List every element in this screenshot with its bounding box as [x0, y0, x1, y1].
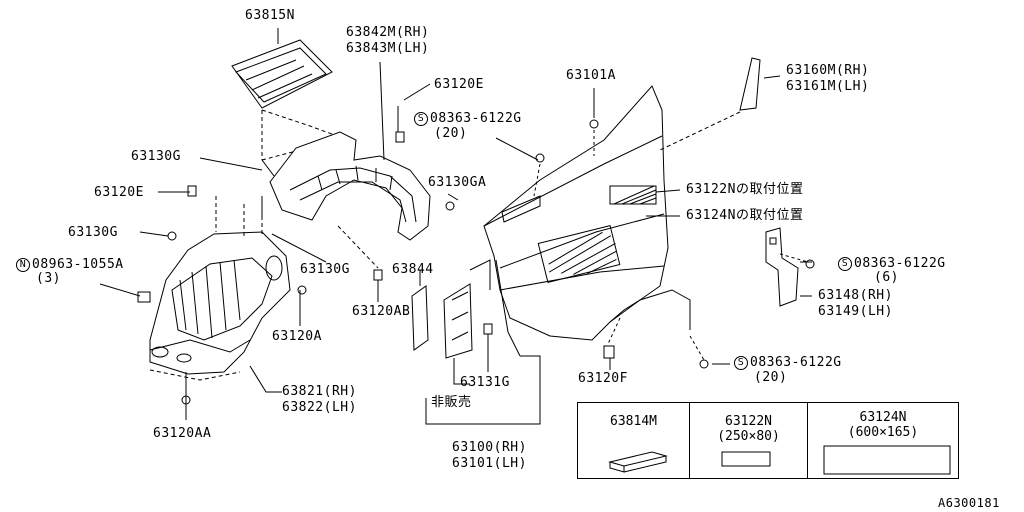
leader-63130G-mid: [271, 233, 327, 263]
screw-top-code: 08363-6122G: [430, 111, 522, 126]
table-size-63124N: (600×165): [847, 425, 919, 440]
table-cell-63124N: 63124N (600×165): [808, 403, 958, 478]
label-63822: 63822(LH): [282, 400, 357, 415]
label-63120E-left: 63120E: [94, 185, 144, 200]
leader-63130G-top: [199, 157, 263, 171]
leader-63120E-top: [403, 83, 431, 101]
label-63130G-top: 63130G: [131, 149, 181, 164]
parts-table: 63814M 63122N (250×80) 63124N (600×165): [577, 402, 959, 479]
label-63844: 63844: [392, 262, 434, 277]
screw-low-code: 08363-6122G: [750, 355, 842, 370]
label-63821: 63821(RH): [282, 384, 357, 399]
label-nut-qty: (3): [36, 271, 61, 286]
label-63160M: 63160M(RH): [786, 63, 870, 78]
table-cell-63122N: 63122N (250×80): [690, 403, 808, 478]
clip-63120F: [603, 345, 615, 359]
leader-63842M: [379, 61, 385, 161]
label-63120AB: 63120AB: [352, 304, 411, 319]
label-63122N-position: 63122Nの取付位置: [686, 182, 804, 197]
nut-code: 08963-1055A: [32, 257, 124, 272]
label-63124N-position: 63124Nの取付位置: [686, 208, 804, 223]
sample-63124N: [823, 445, 951, 475]
sample-63122N: [721, 451, 771, 467]
label-63120E-top: 63120E: [434, 77, 484, 92]
screw-s-right-badge: S: [838, 257, 852, 271]
label-63148: 63148(RH): [818, 288, 893, 303]
diagram-id: A6300181: [938, 496, 1000, 510]
leader-63122N-pos: [655, 189, 681, 193]
fender-shape: [483, 85, 691, 357]
screw-s-badge: S: [414, 112, 428, 126]
molding-63160M-shape: [739, 57, 761, 111]
label-63130GA: 63130GA: [428, 175, 487, 190]
label-63120AA: 63120AA: [153, 426, 212, 441]
table-title-63124N: 63124N: [859, 410, 907, 425]
screw-s-low-badge: S: [734, 356, 748, 370]
leader-not-for-sale: [453, 358, 470, 385]
label-screw-low-qty: (20): [754, 370, 788, 385]
label-63120A: 63120A: [272, 329, 322, 344]
bracket-63148-shape: [765, 227, 799, 307]
bracket-63844-shape: [411, 259, 491, 359]
label-63100: 63100(RH): [452, 440, 527, 455]
label-63130G-left: 63130G: [68, 225, 118, 240]
clip-63130GA: [445, 201, 455, 211]
pad-63815N-shape: [231, 39, 333, 109]
label-63149: 63149(LH): [818, 304, 893, 319]
leader-63821: [249, 365, 282, 393]
label-63101A: 63101A: [566, 68, 616, 83]
label-63130G-mid: 63130G: [300, 262, 350, 277]
table-cell-63814M: 63814M: [578, 403, 690, 478]
leader-63130G-left: [139, 231, 169, 237]
nut-n-badge: N: [16, 258, 30, 272]
label-63120F: 63120F: [578, 371, 628, 386]
label-screw-top-qty: (20): [434, 126, 468, 141]
label-63843M: 63843M(LH): [346, 41, 430, 56]
label-63161M: 63161M(LH): [786, 79, 870, 94]
label-not-for-sale: 非販売: [431, 395, 472, 410]
screw-right-code: 08363-6122G: [854, 256, 946, 271]
lower-liner-shape: [149, 231, 291, 375]
label-63815N: 63815N: [245, 8, 295, 23]
label-63101: 63101(LH): [452, 456, 527, 471]
label-63842M: 63842M(RH): [346, 25, 430, 40]
leader-nut: [99, 283, 141, 297]
clip-63120E-top: [395, 131, 405, 143]
table-title-63814M: 63814M: [610, 414, 657, 429]
table-title-63122N: 63122N: [725, 414, 772, 429]
arch-liner-shape: [269, 131, 431, 241]
table-size-63122N: (250×80): [717, 429, 780, 444]
label-63131G: 63131G: [460, 375, 510, 390]
leader-screw-top: [495, 137, 539, 161]
label-screw-right-qty: (6): [874, 270, 899, 285]
leader-63100: [425, 355, 541, 425]
